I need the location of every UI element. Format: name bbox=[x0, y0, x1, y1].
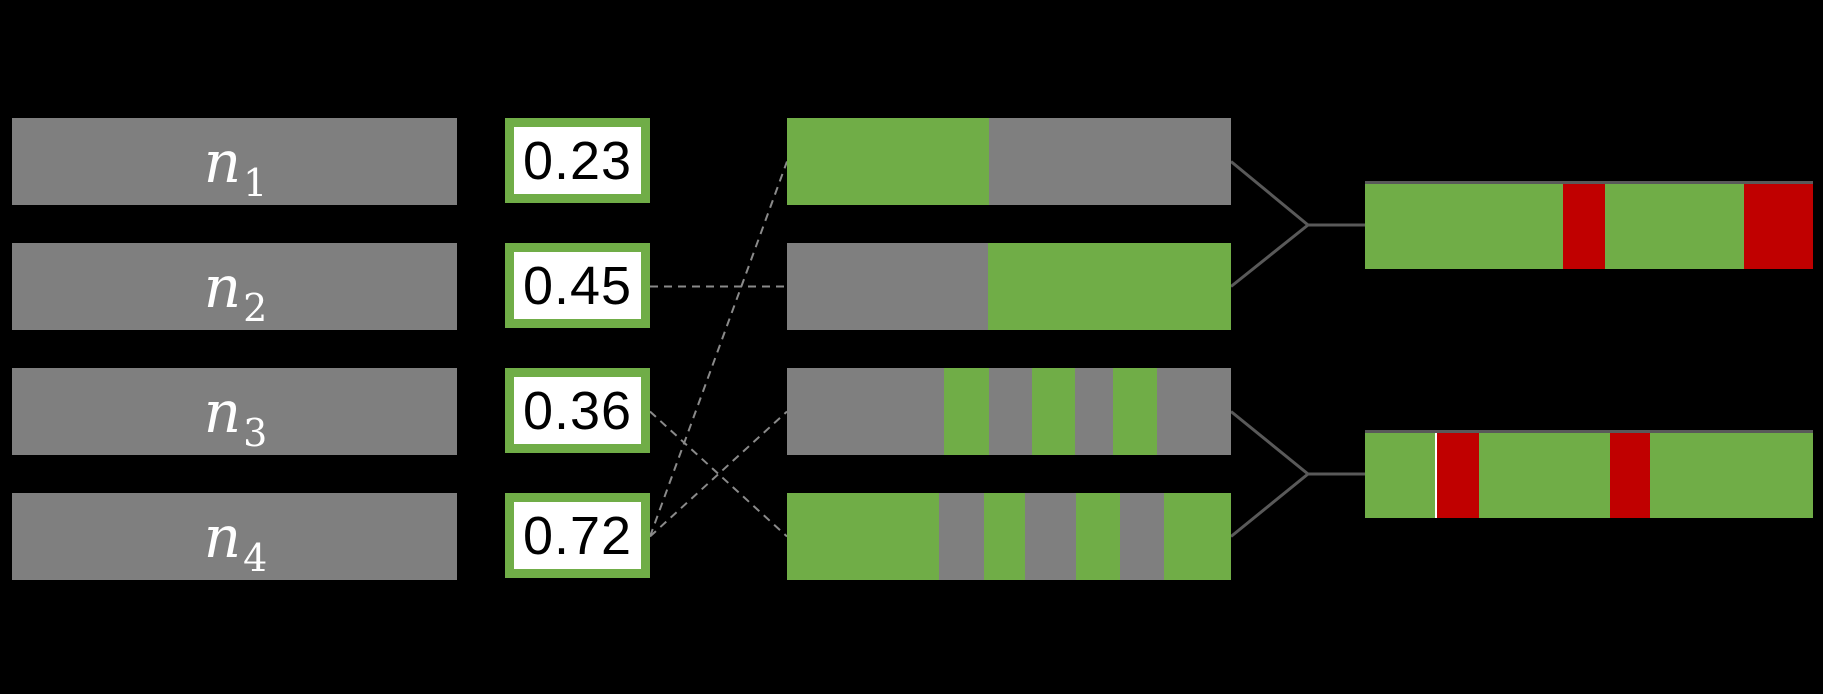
value-text: 0.72 bbox=[522, 505, 633, 566]
offspring-segment-green bbox=[1479, 433, 1611, 518]
mask-4 bbox=[787, 493, 1231, 580]
mask-segment-green bbox=[944, 368, 990, 455]
mask-segment-gray bbox=[938, 493, 984, 580]
mask-segment-green bbox=[1075, 493, 1120, 580]
mask-1 bbox=[787, 118, 1231, 205]
dashed-link-line bbox=[649, 410, 788, 538]
mask-segment-gray bbox=[1156, 368, 1231, 455]
offspring-segment-red bbox=[1744, 184, 1813, 269]
value-box-n2: 0.45 bbox=[505, 243, 650, 328]
mask-segment-gray bbox=[1075, 368, 1114, 455]
mask-segment-green bbox=[988, 243, 1231, 330]
node-bar-n2: n2 bbox=[12, 243, 457, 330]
value-box-n1: 0.23 bbox=[505, 118, 650, 203]
value-text: 0.45 bbox=[522, 255, 633, 316]
mask-segment-green bbox=[1113, 368, 1157, 455]
mask-segment-green bbox=[787, 493, 939, 580]
mask-segment-gray bbox=[787, 368, 945, 455]
dashed-link-line bbox=[649, 410, 788, 538]
solid-connector-line bbox=[1230, 410, 1309, 476]
mask-segment-green bbox=[983, 493, 1026, 580]
node-label: n4 bbox=[204, 508, 268, 577]
node-label: n3 bbox=[204, 383, 268, 452]
dashed-link-line bbox=[649, 161, 788, 537]
solid-connector-line bbox=[1230, 472, 1309, 538]
value-box-n4: 0.72 bbox=[505, 493, 650, 578]
node-label: n1 bbox=[204, 133, 268, 202]
node-bar-n4: n4 bbox=[12, 493, 457, 580]
offspring-segment-red bbox=[1563, 184, 1606, 269]
offspring-2 bbox=[1365, 430, 1813, 518]
mask-segment-gray bbox=[787, 243, 989, 330]
mask-segment-gray bbox=[1025, 493, 1076, 580]
mask-2 bbox=[787, 243, 1231, 330]
mask-segment-green bbox=[1032, 368, 1076, 455]
node-bar-n1: n1 bbox=[12, 118, 457, 205]
offspring-segment-green bbox=[1605, 184, 1744, 269]
mask-segment-gray bbox=[989, 368, 1033, 455]
offspring-1 bbox=[1365, 181, 1813, 269]
node-label-subscript: 4 bbox=[243, 535, 268, 580]
mask-segment-gray bbox=[989, 118, 1231, 205]
node-label-subscript: 1 bbox=[243, 160, 268, 205]
offspring-segment-white bbox=[1434, 433, 1438, 518]
offspring-segment-green bbox=[1365, 184, 1564, 269]
node-bar-n3: n3 bbox=[12, 368, 457, 455]
value-box-n3: 0.36 bbox=[505, 368, 650, 453]
mask-segment-green bbox=[787, 118, 990, 205]
offspring-segment-red bbox=[1610, 433, 1650, 518]
node-label-subscript: 3 bbox=[243, 410, 268, 455]
node-label-base: n bbox=[203, 502, 242, 571]
node-label-base: n bbox=[203, 127, 242, 196]
node-label-base: n bbox=[203, 377, 242, 446]
offspring-segment-green bbox=[1365, 433, 1435, 518]
offspring-segment-red bbox=[1437, 433, 1480, 518]
node-label-subscript: 2 bbox=[243, 285, 268, 330]
value-text: 0.23 bbox=[522, 130, 633, 191]
mask-segment-green bbox=[1163, 493, 1231, 580]
mask-3 bbox=[787, 368, 1231, 455]
offspring-segment-green bbox=[1649, 433, 1813, 518]
solid-connector-line bbox=[1230, 160, 1309, 227]
solid-connector-line bbox=[1230, 223, 1309, 288]
node-label: n2 bbox=[204, 258, 268, 327]
value-text: 0.36 bbox=[522, 380, 633, 441]
node-label-base: n bbox=[203, 252, 242, 321]
mask-segment-gray bbox=[1119, 493, 1164, 580]
